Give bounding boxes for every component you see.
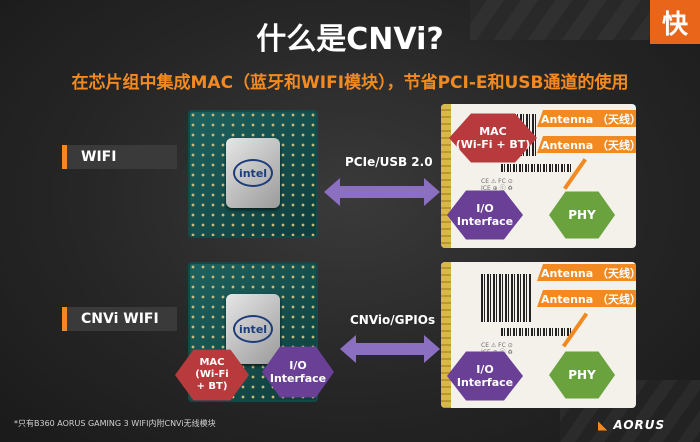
wifi-card-discrete: CE ⚠ FC ⊙ICE ⊕ ⓒ ♻ MAC (Wi-Fi + BT) Ante… <box>441 104 636 248</box>
aorus-logo: ◣ AORUS <box>598 418 678 432</box>
phy-block: PHY <box>549 191 615 239</box>
card-barcode <box>501 328 571 336</box>
antenna-label-2: Antenna （天线） <box>537 136 636 153</box>
intel-logo: intel <box>233 315 273 343</box>
chip-die: intel <box>226 138 280 208</box>
card-print: CE ⚠ FC ⊙ICE ⊕ ⓒ ♻ <box>481 178 513 192</box>
mac-block: MAC (Wi-Fi + BT) <box>449 113 537 163</box>
link-label-wifi: PCIe/USB 2.0 <box>345 155 433 169</box>
link-label-cnvi: CNVio/GPIOs <box>350 313 436 327</box>
antenna-label-2: Antenna （天线） <box>537 290 636 307</box>
page-title: 什么是CNVi? <box>256 22 444 57</box>
footnote: *只有B360 AORUS GAMING 3 WIFI内附CNVi无线模块 <box>14 419 216 428</box>
chipset-wifi: intel <box>188 110 318 238</box>
link-arrow-wifi <box>324 178 440 206</box>
chip-die: intel <box>226 294 280 364</box>
tag-cnvi: CNVi WIFI <box>62 307 177 331</box>
aorus-eagle-icon: ◣ <box>598 418 609 432</box>
card-connector <box>441 262 451 408</box>
antenna-label-1: Antenna （天线） <box>537 110 636 127</box>
card-connector <box>441 104 451 248</box>
io-block: I/O Interface <box>447 190 523 240</box>
antenna-label-1: Antenna （天线） <box>537 264 636 281</box>
antenna-phy-link <box>563 158 587 190</box>
link-arrow-cnvi <box>340 335 440 363</box>
intel-logo: intel <box>233 159 273 187</box>
page-subtitle: 在芯片组中集成MAC（蓝牙和WIFI模块），节省PCI-E和USB通道的使用 <box>71 73 629 93</box>
io-block: I/O Interface <box>447 351 523 401</box>
phy-block: PHY <box>549 351 615 399</box>
aorus-wordmark: AORUS <box>613 418 666 432</box>
wifi-card-cnvi: CE ⚠ FC ⊙ICE ⊕ ⓒ ♻ Antenna （天线） Antenna … <box>441 262 636 408</box>
badge: 快 <box>650 0 700 44</box>
card-barcode <box>501 164 571 172</box>
card-qr <box>481 274 531 322</box>
tag-wifi: WIFI <box>62 145 177 169</box>
